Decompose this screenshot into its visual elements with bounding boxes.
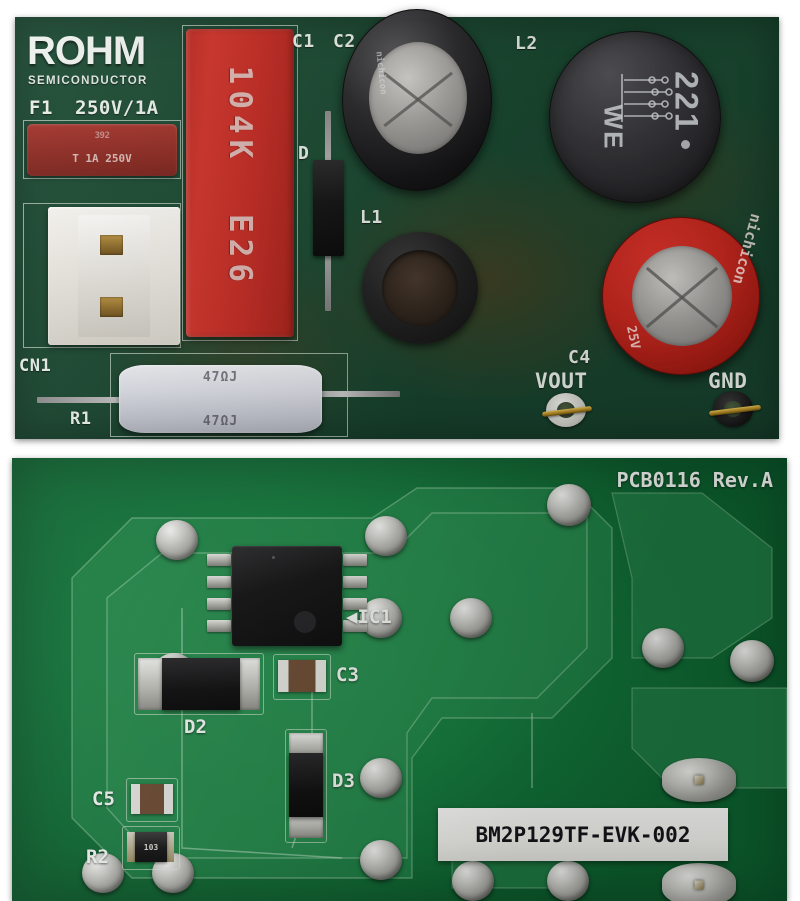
solder-joint [450,598,492,638]
diode-d2 [162,658,240,710]
solder-joint [365,516,407,556]
silk-outline-f1 [23,120,181,179]
silk-outline-d2 [134,653,264,715]
silk-label-gnd: GND [708,369,748,393]
rohm-tagline: SEMICONDUCTOR [28,75,148,87]
solder-joint [642,628,684,668]
silk-outline-red-block [182,25,298,341]
silk-label-c5: C5 [92,788,115,810]
capacitor-c4-sleeve-text: nichicon [729,211,766,287]
solder-joint [82,853,124,893]
silk-label-l2: L2 [515,33,538,54]
ic1-pin-1 [207,554,231,566]
silk-label-c4: C4 [568,347,591,368]
r2-endcap-right [164,832,174,862]
fuse-marking-line2: T 1A 250V [72,152,132,165]
ic1-pin-8 [343,554,367,566]
rohm-logo: ROHM [27,29,146,73]
part-number-text: BM2P129TF-EVK-002 [475,822,691,847]
film-capacitor-104k: 104K E26 [186,29,294,337]
solder-joint [730,640,774,682]
capacitor-c3 [278,660,326,692]
resistor-r1: 47ΩJ 47ΩJ [119,365,322,433]
inductor-l2: WE 221 [549,31,721,203]
resistor-marking-top: 47ΩJ [202,370,239,385]
inductor-l2-polarity-dot [681,140,690,149]
capacitor-c5 [131,784,173,814]
capacitor-c2: nichicon [342,9,492,191]
part-number-sticker: BM2P129TF-EVK-002 [438,808,728,861]
resistor-r2: 103 [135,832,167,862]
pcb-top-side: ROHM SEMICONDUCTOR F1 250V/1A 392 T 1A 2… [15,9,779,439]
resistor-marking-bottom: 47ΩJ [202,414,239,429]
silk-label-r2: R2 [86,846,109,868]
inductor-l2-value: 221 [668,71,705,134]
silk-label-l1: L1 [360,207,383,228]
solder-joint [547,861,589,901]
silk-label-f1-rating: 250V/1A [75,97,159,119]
inductor-l1 [362,232,478,344]
silk-outline-cn1 [23,203,181,348]
connector-housing [78,215,150,337]
fuse-f1: 392 T 1A 250V [27,124,177,176]
silk-label-r1: R1 [70,409,92,429]
film-cap-marking-line2: E26 [222,213,258,288]
silk-label-f1: F1 [29,97,53,119]
r2-marking: 103 [143,842,159,852]
solder-joint [360,840,402,880]
ic1-pin-3 [207,598,231,610]
silk-outline-r2 [122,826,180,870]
ic1-package [232,546,342,646]
silk-label-d3: D3 [332,770,355,792]
solder-joint [360,598,402,638]
capacitor-c2-vent-top [369,42,467,154]
ic1-pin-2 [207,576,231,588]
ic1-text: IC1 [357,606,392,628]
ic1-group [207,546,367,646]
ic1-pin1-marker-dot [272,556,275,559]
diode-d3 [289,753,323,817]
diode-d [313,160,344,256]
silk-label-ic1: ◀IC1 [346,606,392,628]
connector-cn1[interactable] [48,207,180,345]
silk-outline-c5 [126,778,178,822]
solder-joint [452,861,494,901]
silk-outline-c3 [273,654,331,700]
silk-label-board-id: PCB0116 Rev.A [616,468,773,492]
ic1-pin-7 [343,576,367,588]
silk-label-c1: C1 [292,31,315,52]
ic1-pin-5 [343,620,367,632]
resistor-lead-right [295,391,400,397]
connector-pin-2 [100,297,123,317]
silk-label-c3: C3 [336,664,359,686]
capacitor-c4-vent-top [632,246,732,346]
ic1-pin-4 [207,620,231,632]
solder-joint [360,758,402,798]
solder-pad-oval [662,758,736,802]
ic1-mold-dimple [294,611,316,633]
inductor-l1-core [382,250,458,326]
silk-label-cn1: CN1 [19,356,52,376]
we-logo-icon [621,74,673,122]
solder-pad-oval [662,863,736,901]
pcb-bottom-side: PCB0116 Rev.A [12,458,787,901]
pin-hole [694,880,704,890]
inductor-l2-brand: WE [598,104,629,151]
capacitor-c4: nichicon 25V [602,212,765,375]
silk-outline-d3 [285,729,327,843]
r2-endcap-left [127,832,137,862]
film-cap-marking-line1: 104K [222,65,258,165]
solder-joint [156,520,198,560]
silk-label-vout: VOUT [535,369,588,393]
solder-joint [547,484,591,526]
pin-hole [694,775,704,785]
ic1-pin-6 [343,598,367,610]
silk-label-c2: C2 [333,31,356,52]
fuse-marking-line1: 392 [94,131,110,141]
capacitor-c4-rating-text: 25V [622,324,643,351]
silk-label-d: D [298,143,310,164]
ic1-arrow-icon: ◀ [346,606,358,628]
connector-pin-1 [100,235,123,255]
silk-label-d2: D2 [184,716,207,738]
